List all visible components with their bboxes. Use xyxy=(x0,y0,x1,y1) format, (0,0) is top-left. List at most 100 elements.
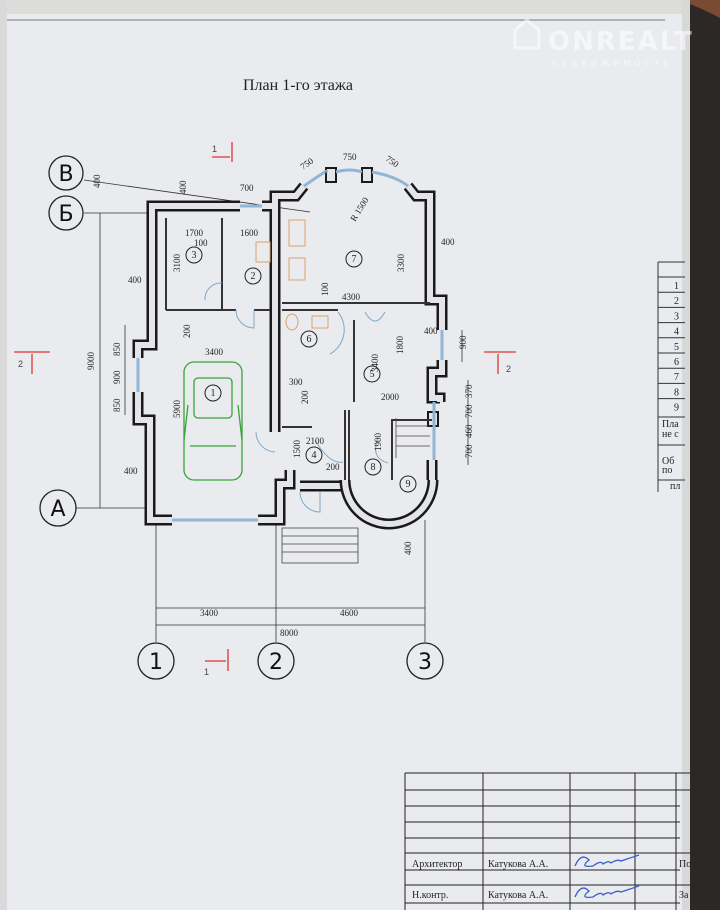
dimension-label: 850 xyxy=(112,342,122,356)
title-block-cell-po: По xyxy=(679,859,691,870)
axis-label-b: Б xyxy=(58,202,73,227)
dimension-label: 400 xyxy=(403,541,413,555)
dimension-label: 400 xyxy=(124,466,138,476)
section-mark-2-left: 2 xyxy=(18,359,23,369)
dimension-label: 400 xyxy=(92,174,102,188)
dimension-label: 9000 xyxy=(86,352,96,371)
dimension-label: 300 xyxy=(289,377,303,387)
dimension-label: 2100 xyxy=(306,436,325,446)
room-number: 4 xyxy=(312,450,317,461)
room-number: 8 xyxy=(371,462,376,473)
side-table-row-number: 1 xyxy=(674,281,679,292)
room-number: 5 xyxy=(370,369,375,380)
dimension-label: 460 xyxy=(464,424,474,438)
room-number: 3 xyxy=(192,250,197,261)
dimension-label: 400 xyxy=(424,326,438,336)
dark-background-edge xyxy=(688,0,720,910)
dimension-label: 3400 xyxy=(205,347,224,357)
dimension-label: 3100 xyxy=(172,254,182,273)
room-number: 7 xyxy=(352,254,357,265)
norm-control-name: Катукова А.А. xyxy=(488,890,548,901)
dimension-label: 400 xyxy=(128,275,142,285)
interior-partitions xyxy=(165,218,432,480)
side-table-row-number: 3 xyxy=(674,311,679,322)
dimension-label: 700 xyxy=(464,444,474,458)
watermark-logo: ONREALT НЕДВИЖИМОСТЬ xyxy=(513,18,694,68)
paper-stack-edge xyxy=(0,0,720,14)
room-number-circle xyxy=(364,458,382,476)
architect-role-label: Архитектор xyxy=(412,859,462,870)
room-number-circle xyxy=(244,267,262,285)
side-table-label: по xyxy=(662,465,672,476)
watermark-brand: ONREALT xyxy=(548,27,694,57)
dimension-label: 200 xyxy=(326,462,340,472)
dimension-label: 3400 xyxy=(370,354,380,373)
side-table-row-number: 9 xyxy=(674,403,679,414)
dimension-label: 900 xyxy=(458,335,468,349)
side-table xyxy=(657,261,685,492)
room-number-circle xyxy=(300,330,318,348)
room-number: 6 xyxy=(307,334,312,345)
room-number-circle xyxy=(185,246,203,264)
dimension-label: 370 xyxy=(464,384,474,398)
dimension-label: 900 xyxy=(112,370,122,384)
section-mark-1-top: 1 xyxy=(212,144,217,154)
axis-label-3: 3 xyxy=(418,650,432,675)
architect-name: Катукова А.А. xyxy=(488,859,548,870)
room-number: 2 xyxy=(251,271,256,282)
doors xyxy=(204,282,389,513)
dimension-label: 1700 xyxy=(185,228,204,238)
dimension-label: 3300 xyxy=(396,254,406,273)
dimension-label: 400 xyxy=(441,237,455,247)
watermark-subtitle: НЕДВИЖИМОСТЬ xyxy=(552,59,673,68)
section-mark-1-bottom: 1 xyxy=(204,667,209,677)
room-number-circle xyxy=(345,250,363,268)
dimension-label: 2000 xyxy=(381,392,400,402)
dimension-label: 100 xyxy=(320,282,330,296)
title-block-grid xyxy=(404,772,690,910)
axis-label-1: 1 xyxy=(149,650,163,675)
side-table-row-number: 4 xyxy=(674,327,679,338)
dimension-label: 1900 xyxy=(373,433,383,452)
dimension-label: 200 xyxy=(182,324,192,338)
dimension-label: 3400 xyxy=(200,608,219,618)
dimension-label: 4300 xyxy=(342,292,361,302)
room-number: 9 xyxy=(406,479,411,490)
dimension-label: 400 xyxy=(178,180,188,194)
dimension-label: 8000 xyxy=(280,628,299,638)
dimension-label: 100 xyxy=(194,238,208,248)
norm-control-signature xyxy=(574,885,640,899)
axis-bubbles xyxy=(39,155,444,680)
side-table-row-number: 5 xyxy=(674,342,679,353)
side-table-label: не с xyxy=(662,429,679,440)
paper-left-edge xyxy=(0,0,7,910)
side-table-label: пл xyxy=(670,481,680,492)
car-icon xyxy=(183,361,243,481)
dimension-label: 1500 xyxy=(292,440,302,459)
axis-label-a: А xyxy=(50,497,65,522)
axis-label-v: В xyxy=(58,162,73,187)
room-number-circle xyxy=(204,384,222,402)
section-markers xyxy=(14,142,516,671)
side-table-label: Об xyxy=(662,456,674,467)
dimension-label: 1600 xyxy=(240,228,259,238)
axis-label-2: 2 xyxy=(269,650,283,675)
section-mark-2-right: 2 xyxy=(506,364,511,374)
dimension-label: 700 xyxy=(240,183,254,193)
room-number-circle xyxy=(363,365,381,383)
dimension-label: 4600 xyxy=(340,608,359,618)
dimension-label: 200 xyxy=(300,390,310,404)
side-table-row-number: 2 xyxy=(674,296,679,307)
dimension-label: 850 xyxy=(112,398,122,412)
paper-side-edge xyxy=(682,0,690,910)
title-block-cell-za: За xyxy=(679,890,689,901)
dimension-label: 700 xyxy=(464,404,474,418)
dimension-label: 1800 xyxy=(395,336,405,355)
dimension-label: 5900 xyxy=(172,400,182,419)
stairs xyxy=(281,418,430,564)
background-corner xyxy=(690,0,720,18)
